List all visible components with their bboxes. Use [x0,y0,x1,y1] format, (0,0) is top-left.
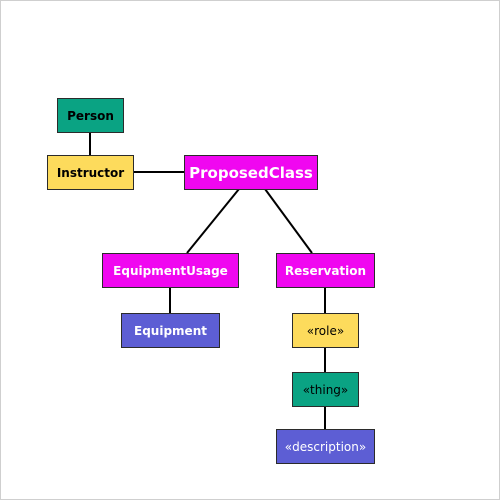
link-proposedclass-reservation [264,188,313,254]
node-person[interactable]: Person [57,98,124,133]
node-thing[interactable]: «thing» [292,372,359,407]
node-description[interactable]: «description» [276,429,375,464]
node-instructor[interactable]: Instructor [47,155,134,190]
node-role[interactable]: «role» [292,313,359,348]
node-proposed-class[interactable]: ProposedClass [184,155,318,190]
node-equipment-usage[interactable]: EquipmentUsage [102,253,239,288]
node-equipment[interactable]: Equipment [121,313,220,348]
node-reservation[interactable]: Reservation [276,253,375,288]
link-proposedclass-equipmentusage [186,188,240,254]
